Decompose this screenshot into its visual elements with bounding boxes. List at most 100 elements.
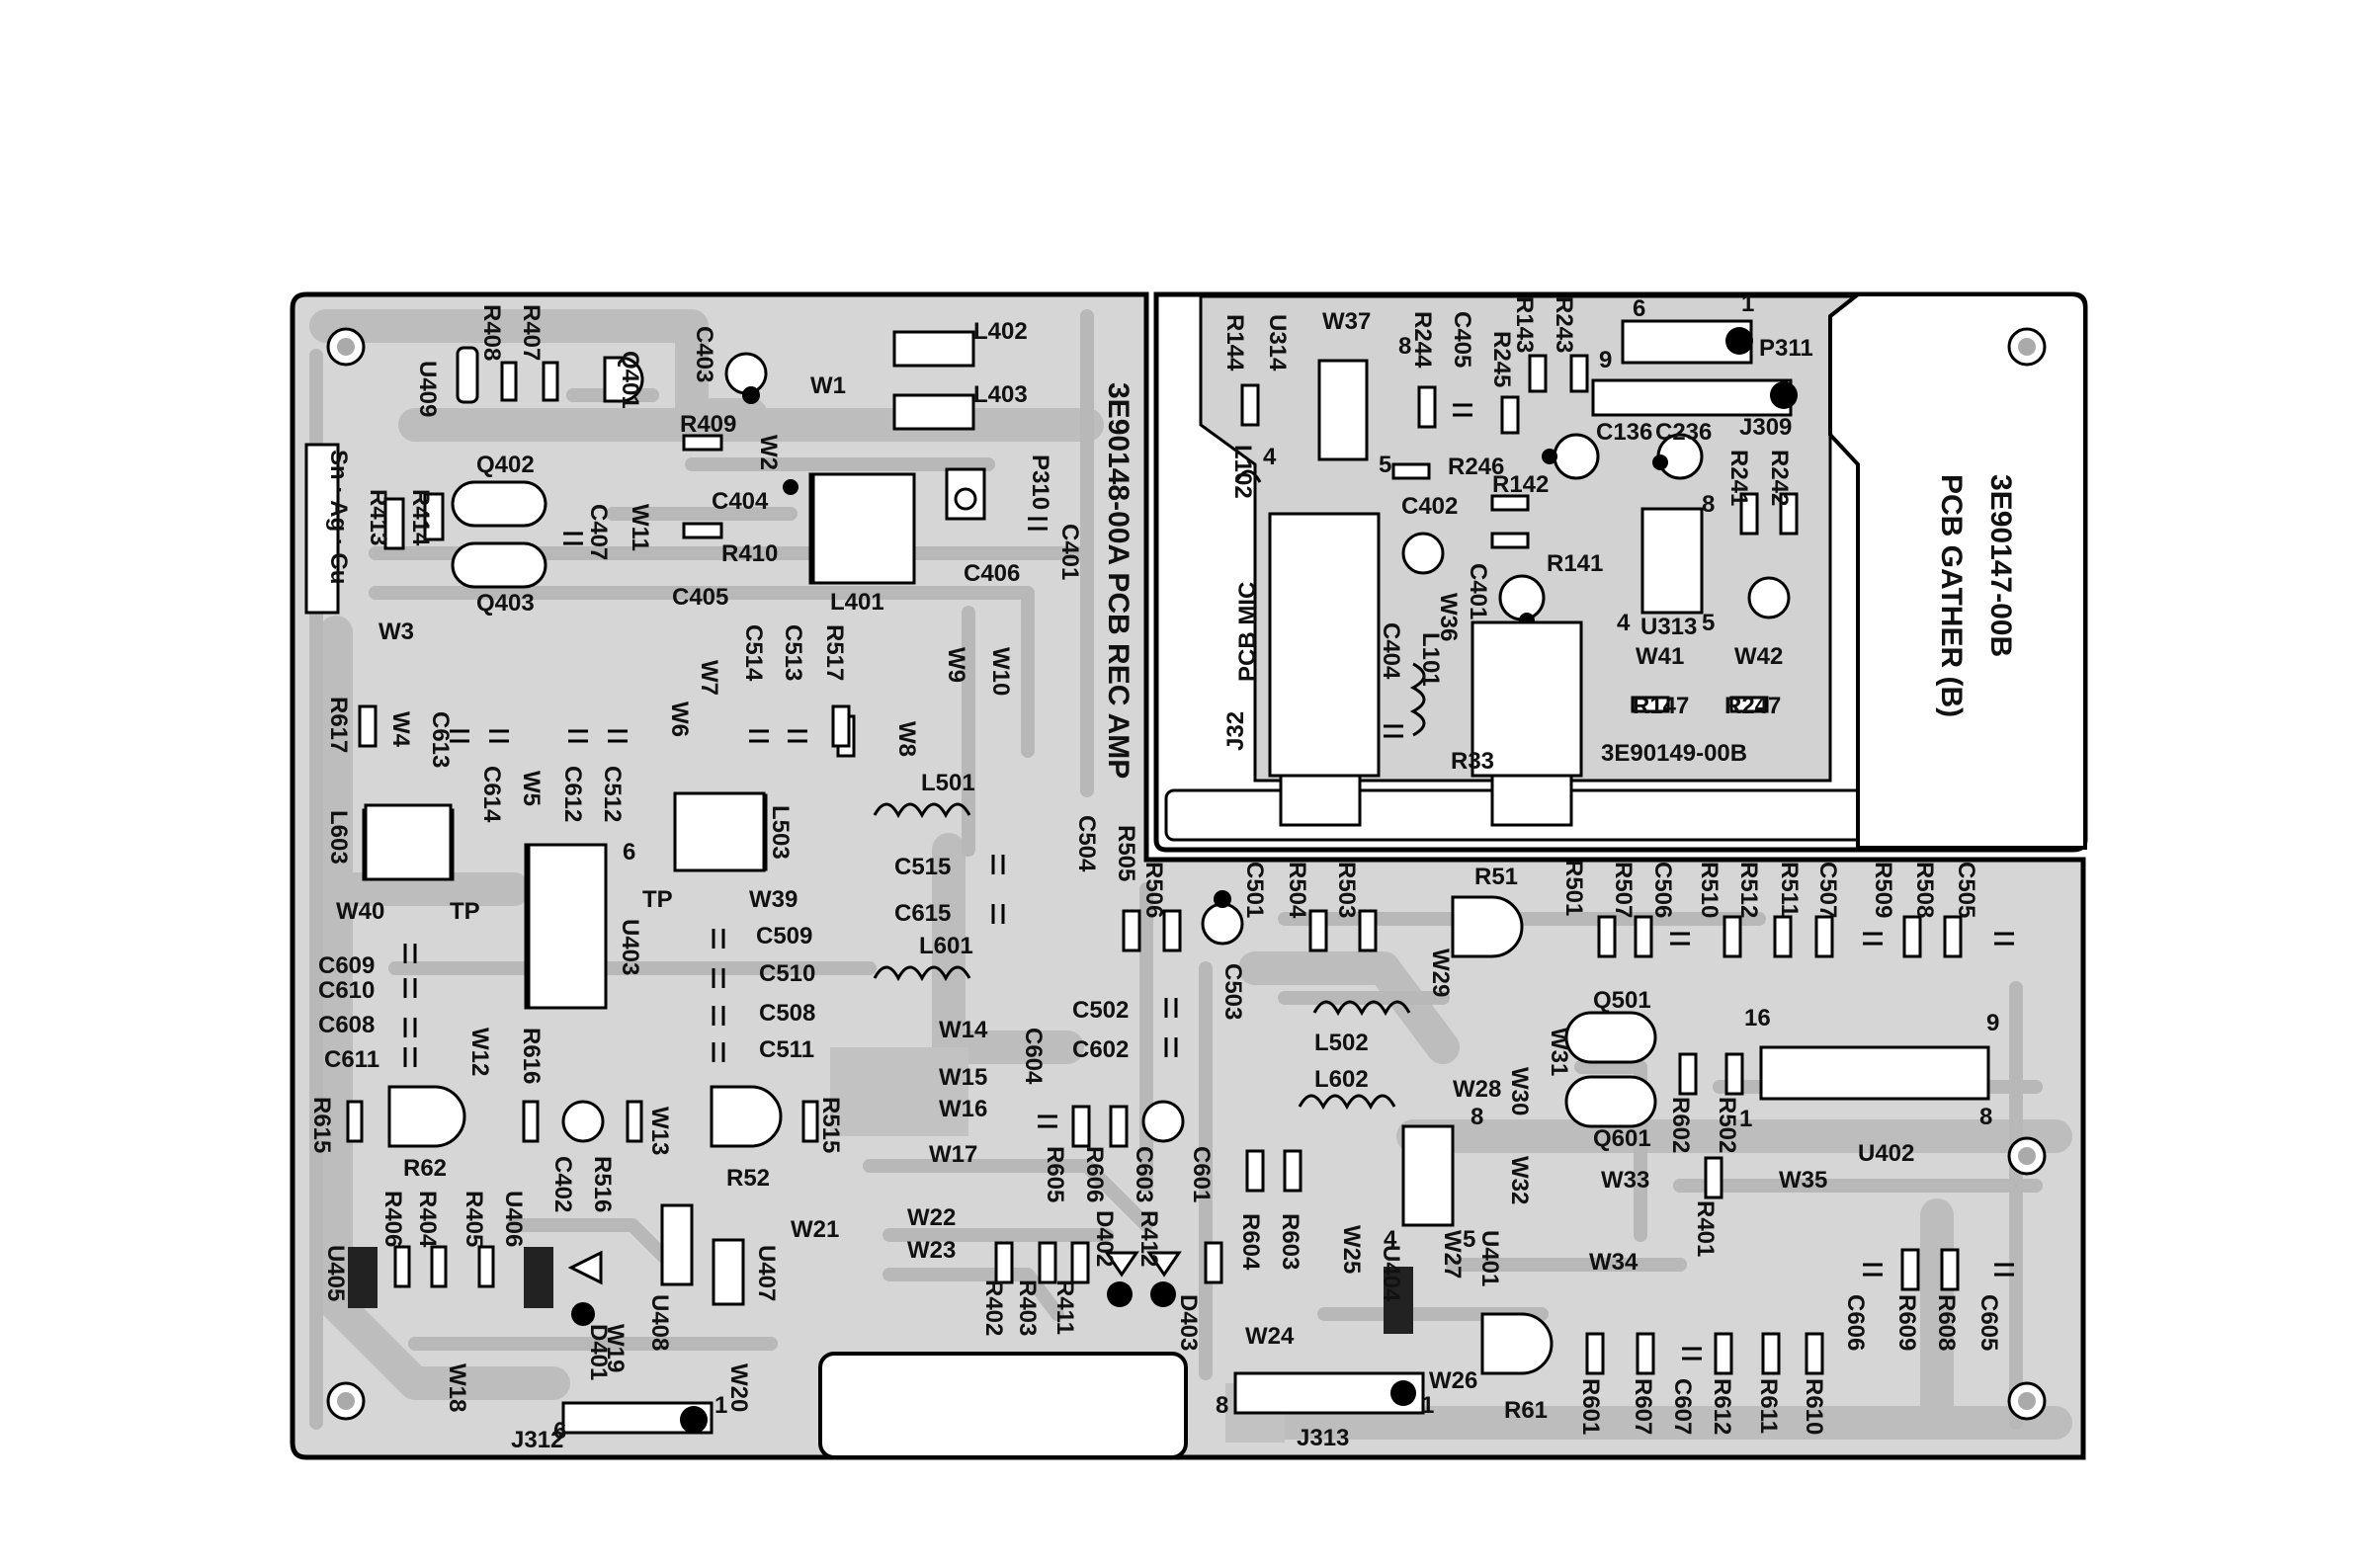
ref-r501: R501 — [1560, 860, 1587, 916]
ref-w22: W22 — [907, 1204, 956, 1231]
ref-c615: C615 — [894, 900, 951, 927]
ref-r61: R61 — [1504, 1397, 1548, 1424]
ref-r508: R508 — [1911, 862, 1938, 918]
ref-c402-mic: C402 — [1401, 493, 1458, 520]
pin-8e: 8 — [1702, 491, 1715, 518]
pin-1d: 1 — [1739, 1106, 1752, 1132]
pin-5b: 5 — [1379, 452, 1391, 478]
ref-c610: C610 — [318, 977, 375, 1004]
ref-r517: R517 — [821, 624, 848, 681]
ref-q403: Q403 — [476, 590, 535, 617]
ref-q501: Q501 — [1593, 987, 1651, 1014]
ref-l102: L102 — [1229, 445, 1256, 499]
ref-r52: R52 — [726, 1165, 770, 1192]
ref-c601: C601 — [1188, 1146, 1215, 1202]
ref-c606: C606 — [1842, 1294, 1869, 1351]
ref-r617: R617 — [325, 697, 352, 753]
ref-l501: L501 — [921, 770, 975, 796]
ref-w34: W34 — [1589, 1249, 1639, 1276]
ref-c407: C407 — [585, 504, 612, 560]
ref-u403: U403 — [617, 919, 643, 975]
ref-c513: C513 — [780, 624, 806, 681]
ref-r410: R410 — [721, 540, 778, 567]
ref-w16: W16 — [939, 1096, 987, 1122]
ref-r243: R243 — [1551, 296, 1577, 353]
ref-r245: R245 — [1488, 331, 1515, 387]
ref-c503: C503 — [1219, 963, 1246, 1020]
mic-code: 3E90149-00B — [1601, 740, 1747, 767]
ref-l502: L502 — [1314, 1030, 1369, 1056]
ref-r612: R612 — [1709, 1378, 1735, 1435]
ref-r602: R602 — [1667, 1097, 1694, 1153]
ref-r511: R511 — [1776, 862, 1803, 917]
ref-l603: L603 — [325, 810, 352, 865]
ref-w3: W3 — [378, 619, 414, 645]
ref-c505: C505 — [1953, 862, 1979, 918]
ref-w11: W11 — [627, 504, 653, 551]
ref-r615: R615 — [308, 1097, 335, 1153]
ref-l602: L602 — [1314, 1066, 1369, 1093]
ref-r608: R608 — [1933, 1294, 1960, 1351]
ref-w19: W19 — [602, 1324, 629, 1372]
ref-d403: D403 — [1175, 1294, 1202, 1351]
ref-w20: W20 — [725, 1363, 752, 1412]
ref-r411: R411 — [1051, 1279, 1078, 1335]
ref-r242: R242 — [1766, 450, 1793, 506]
ref-c405: C405 — [672, 584, 728, 611]
ref-c506: C506 — [1649, 862, 1676, 918]
ref-w17: W17 — [929, 1141, 977, 1168]
ref-r507: R507 — [1610, 862, 1637, 918]
pin-9: 9 — [1599, 347, 1612, 373]
ref-q601: Q601 — [1593, 1125, 1651, 1152]
ref-c403: C403 — [691, 326, 717, 382]
pin-8d: 8 — [1398, 333, 1411, 360]
ref-w24: W24 — [1245, 1323, 1295, 1350]
ref-w26: W26 — [1429, 1367, 1477, 1394]
ref-w6: W6 — [666, 701, 693, 737]
ref-c613: C613 — [427, 711, 454, 768]
ref-u406: U406 — [500, 1191, 527, 1247]
pin-8: 8 — [1979, 1104, 1992, 1130]
ref-w35: W35 — [1779, 1167, 1827, 1194]
ref-r247: R247 — [1724, 693, 1781, 719]
ref-r408: R408 — [478, 304, 505, 361]
ref-w36: W36 — [1435, 593, 1462, 641]
ref-r33: R33 — [1451, 748, 1494, 775]
ref-c612: C612 — [559, 766, 586, 822]
mic-name: PCB MIC — [1234, 582, 1261, 682]
ref-r505: R505 — [1113, 825, 1139, 881]
ref-w2: W2 — [755, 435, 782, 470]
ref-r401: R401 — [1692, 1200, 1719, 1257]
ref-r407: R407 — [518, 304, 545, 361]
gather-name: PCB GATHER (B) — [1935, 474, 1968, 717]
mounting-holes — [326, 327, 2047, 1421]
mounting-hole — [1747, 576, 1791, 619]
ref-u402: U402 — [1858, 1140, 1914, 1167]
ref-r603: R603 — [1277, 1213, 1303, 1270]
ref-d401: D401 — [585, 1324, 612, 1380]
ref-w12: W12 — [466, 1028, 493, 1076]
ref-r413: R413 — [365, 489, 391, 545]
ref-r246: R246 — [1448, 454, 1504, 480]
ref-u314: U314 — [1264, 314, 1291, 371]
silkscreen-text: 3E90148-00A PCB REC AMP 3E90147-00B PCB … — [308, 290, 2017, 1453]
pin-1: 1 — [1741, 290, 1754, 317]
ref-c401-mic: C401 — [1465, 563, 1491, 619]
pin-1b: 1 — [714, 1392, 727, 1419]
ref-w1: W1 — [810, 372, 846, 399]
pin-5c: 5 — [1702, 610, 1715, 636]
ref-c603: C603 — [1131, 1146, 1157, 1202]
ref-w5: W5 — [518, 771, 545, 806]
ref-c512: C512 — [599, 766, 626, 822]
ref-r515: R515 — [817, 1097, 844, 1153]
ref-j313: J313 — [1297, 1425, 1349, 1451]
ref-c502: C502 — [1072, 997, 1129, 1024]
ref-c402: C402 — [549, 1156, 576, 1212]
ref-r601: R601 — [1577, 1378, 1604, 1435]
pin-6b: 6 — [553, 1418, 566, 1444]
ref-r244: R244 — [1409, 311, 1436, 369]
ref-l101: L101 — [1417, 632, 1444, 687]
pin-4c: 4 — [1617, 610, 1631, 636]
ref-w8: W8 — [893, 721, 920, 757]
ref-r510: R510 — [1696, 862, 1723, 918]
